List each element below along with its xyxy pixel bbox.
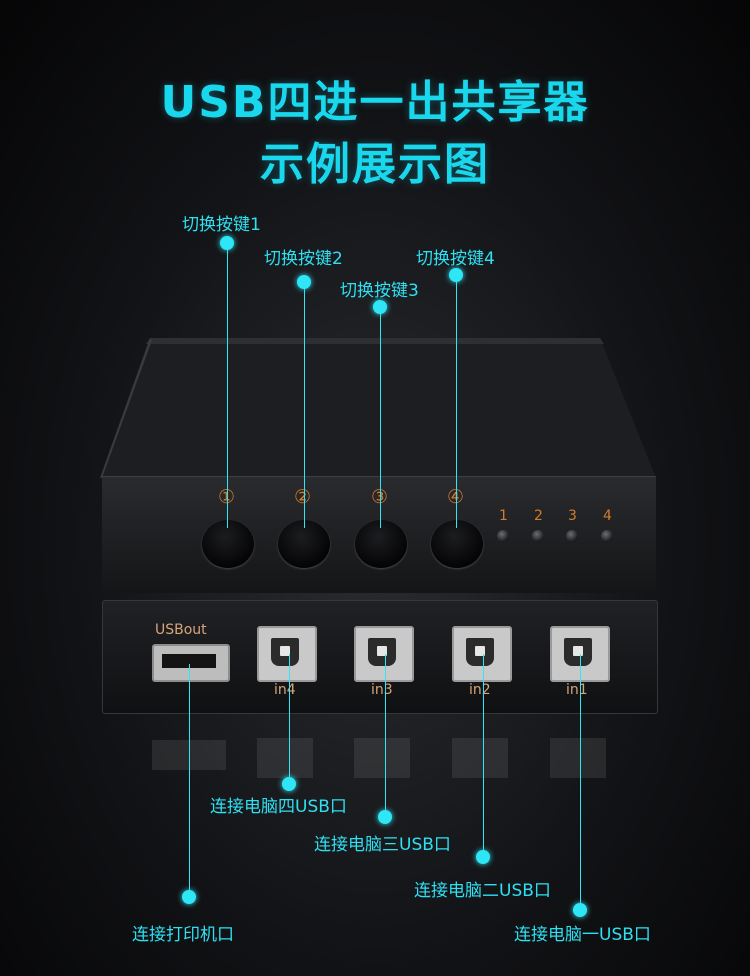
switch-button-3[interactable]: [355, 520, 407, 568]
usb-b-pin: [573, 646, 583, 656]
led-number-2: 2: [534, 508, 543, 524]
led-indicator-1: [497, 530, 509, 542]
callout-switch4: 切换按键4: [416, 249, 495, 269]
usb-b-pin: [377, 646, 387, 656]
callout-dot-switch1: [220, 236, 234, 250]
callout-dot-switch4: [449, 268, 463, 282]
callout-pc3: 连接电脑三USB口: [314, 835, 451, 855]
title-line-2: 示例展示图: [260, 139, 490, 190]
callout-pc1: 连接电脑一USB口: [514, 925, 651, 945]
usb-b-socket: [466, 638, 494, 666]
callout-line-pc1: [580, 654, 581, 910]
usb-port-in2[interactable]: [452, 626, 512, 682]
port-label-in4: in4: [274, 682, 296, 698]
callout-dot-pc2: [476, 850, 490, 864]
reflection-port-in3: [354, 738, 410, 778]
usb-b-socket: [271, 638, 299, 666]
callout-pc4: 连接电脑四USB口: [210, 797, 347, 817]
callout-line-pc2: [483, 654, 484, 857]
reflection-port-in4: [257, 738, 313, 778]
led-number-3: 3: [568, 508, 577, 524]
callout-dot-switch3: [373, 300, 387, 314]
usb-b-socket: [564, 638, 592, 666]
callout-line-switch2: [304, 282, 305, 528]
led-indicator-3: [566, 530, 578, 542]
button-number-4: ④: [447, 486, 464, 508]
usb-b-socket: [368, 638, 396, 666]
button-number-3: ③: [371, 486, 388, 508]
callout-line-switch3: [380, 307, 381, 528]
title-line-1: USB四进一出共享器: [160, 77, 590, 128]
callout-switch3: 切换按键3: [340, 281, 419, 301]
reflection-port-in2: [452, 738, 508, 778]
callout-line-pc3: [385, 654, 386, 817]
callout-printer: 连接打印机口: [132, 925, 234, 945]
usb-a-slot: [162, 654, 216, 668]
callout-dot-pc4: [282, 777, 296, 791]
led-indicator-2: [532, 530, 544, 542]
led-number-1: 1: [499, 508, 508, 524]
callout-dot-switch2: [297, 275, 311, 289]
callout-line-pc4: [289, 654, 290, 784]
callout-line-switch4: [456, 275, 457, 528]
callout-line-switch1: [227, 243, 228, 528]
usb-port-in3[interactable]: [354, 626, 414, 682]
port-label-in3: in3: [371, 682, 393, 698]
switch-button-4[interactable]: [431, 520, 483, 568]
led-indicator-4: [601, 530, 613, 542]
port-label-in2: in2: [469, 682, 491, 698]
callout-dot-pc1: [573, 903, 587, 917]
usb-b-pin: [475, 646, 485, 656]
port-label-in1: in1: [566, 682, 588, 698]
callout-switch2: 切换按键2: [264, 249, 343, 269]
switch-button-1[interactable]: [202, 520, 254, 568]
usb-out-label: USBout: [155, 622, 207, 638]
callout-switch1: 切换按键1: [182, 215, 261, 235]
usb-port-in4[interactable]: [257, 626, 317, 682]
button-number-2: ②: [294, 486, 312, 508]
button-number-1: ①: [218, 486, 235, 508]
usb-out-port[interactable]: [152, 644, 230, 682]
callout-pc2: 连接电脑二USB口: [414, 881, 551, 901]
callout-line-printer: [189, 664, 190, 897]
callout-dot-pc3: [378, 810, 392, 824]
usb-b-pin: [280, 646, 290, 656]
callout-dot-printer: [182, 890, 196, 904]
reflection-port-in1: [550, 738, 606, 778]
switch-button-2[interactable]: [278, 520, 330, 568]
led-number-4: 4: [603, 508, 612, 524]
